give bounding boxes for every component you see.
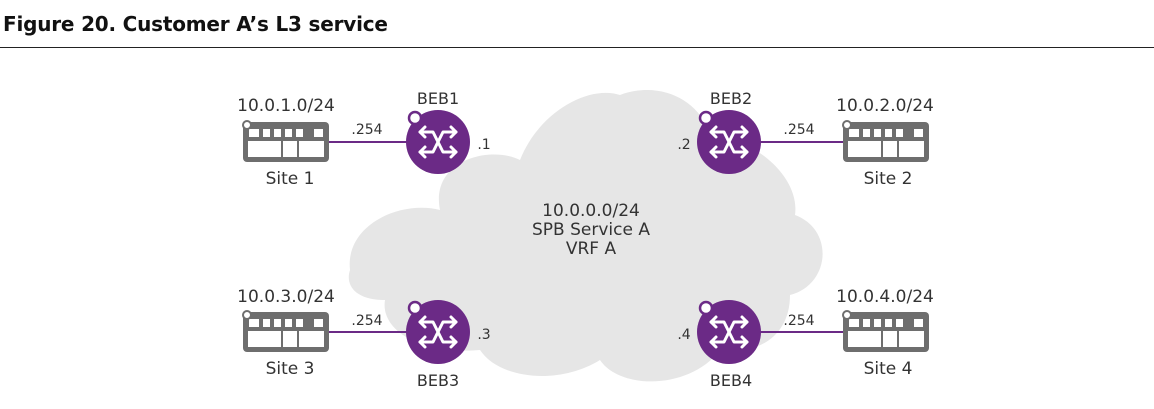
site1-label: Site 1 — [266, 169, 315, 189]
title-rule — [0, 47, 1154, 48]
site4-gw: .254 — [783, 313, 814, 329]
site2-gw: .254 — [783, 122, 814, 138]
site4-label: Site 4 — [864, 359, 913, 379]
site1-subnet: 10.0.1.0/24 — [237, 96, 335, 116]
site3-switch-icon — [242, 310, 330, 353]
beb1-addr: .1 — [477, 137, 490, 153]
beb4-router-icon — [695, 298, 763, 366]
cloud-line-1: 10.0.0.0/24 — [542, 201, 640, 221]
site2-label: Site 2 — [864, 169, 913, 189]
beb1-label: BEB1 — [417, 89, 459, 108]
beb3-addr: .3 — [477, 327, 490, 343]
site3-subnet: 10.0.3.0/24 — [237, 287, 335, 307]
site4-subnet: 10.0.4.0/24 — [836, 287, 934, 307]
beb4-label: BEB4 — [710, 371, 752, 390]
cloud-line-2: SPB Service A — [532, 220, 650, 240]
beb2-router-icon — [695, 108, 763, 176]
beb2-label: BEB2 — [710, 89, 752, 108]
beb1-router-icon — [404, 108, 472, 176]
site2-switch-icon — [842, 120, 930, 163]
beb3-label: BEB3 — [417, 371, 459, 390]
site1-switch-icon — [242, 120, 330, 163]
cloud-line-3: VRF A — [566, 239, 617, 259]
beb3-router-icon — [404, 298, 472, 366]
beb2-addr: .2 — [677, 137, 690, 153]
site2-subnet: 10.0.2.0/24 — [836, 96, 934, 116]
site3-label: Site 3 — [266, 359, 315, 379]
figure-title: Figure 20. Customer A’s L3 service — [3, 12, 388, 36]
site4-switch-icon — [842, 310, 930, 353]
beb4-addr: .4 — [677, 327, 690, 343]
site1-gw: .254 — [351, 122, 382, 138]
site3-gw: .254 — [351, 313, 382, 329]
